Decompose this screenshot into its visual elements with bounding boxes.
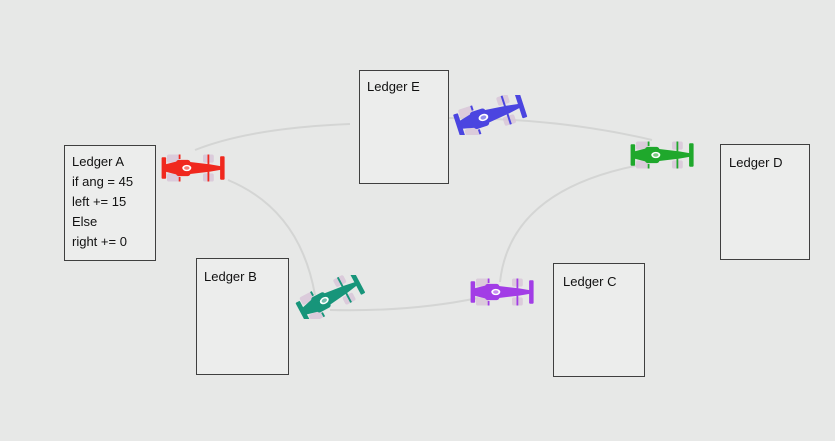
race-car-icon xyxy=(470,278,534,306)
ledger-c: Ledger C xyxy=(553,263,645,377)
car-green xyxy=(625,137,701,173)
ledger-b: Ledger B xyxy=(196,258,289,375)
car-purple xyxy=(466,274,540,310)
race-car-icon xyxy=(295,271,365,323)
path-b-to-c xyxy=(329,297,479,312)
ledger-c-title: Ledger C xyxy=(563,274,617,289)
race-car-icon xyxy=(453,92,528,139)
ledger-a-code-line-3: Else xyxy=(72,214,98,229)
ledger-b-title: Ledger B xyxy=(204,269,257,284)
car-blue xyxy=(451,92,531,139)
ledger-a-code-line-4: right += 0 xyxy=(72,234,127,249)
ledger-a: Ledger A if ang = 45 left += 15 Else rig… xyxy=(64,145,156,261)
ledger-a-code-line-1: if ang = 45 xyxy=(72,174,134,189)
path-a-to-e xyxy=(194,123,351,151)
path-c-to-d xyxy=(499,164,641,283)
ledger-a-code-line-2: left += 15 xyxy=(72,194,127,209)
ledger-d: Ledger D xyxy=(720,144,810,260)
path-a-to-b xyxy=(227,179,316,296)
car-teal xyxy=(293,271,369,323)
car-red xyxy=(157,150,231,186)
ledger-d-title: Ledger D xyxy=(729,155,783,170)
ledger-e-title: Ledger E xyxy=(367,79,420,94)
race-car-icon xyxy=(630,141,694,169)
race-car-icon xyxy=(161,154,225,182)
ledger-e: Ledger E xyxy=(359,70,449,184)
ledger-a-title: Ledger A xyxy=(72,154,125,169)
